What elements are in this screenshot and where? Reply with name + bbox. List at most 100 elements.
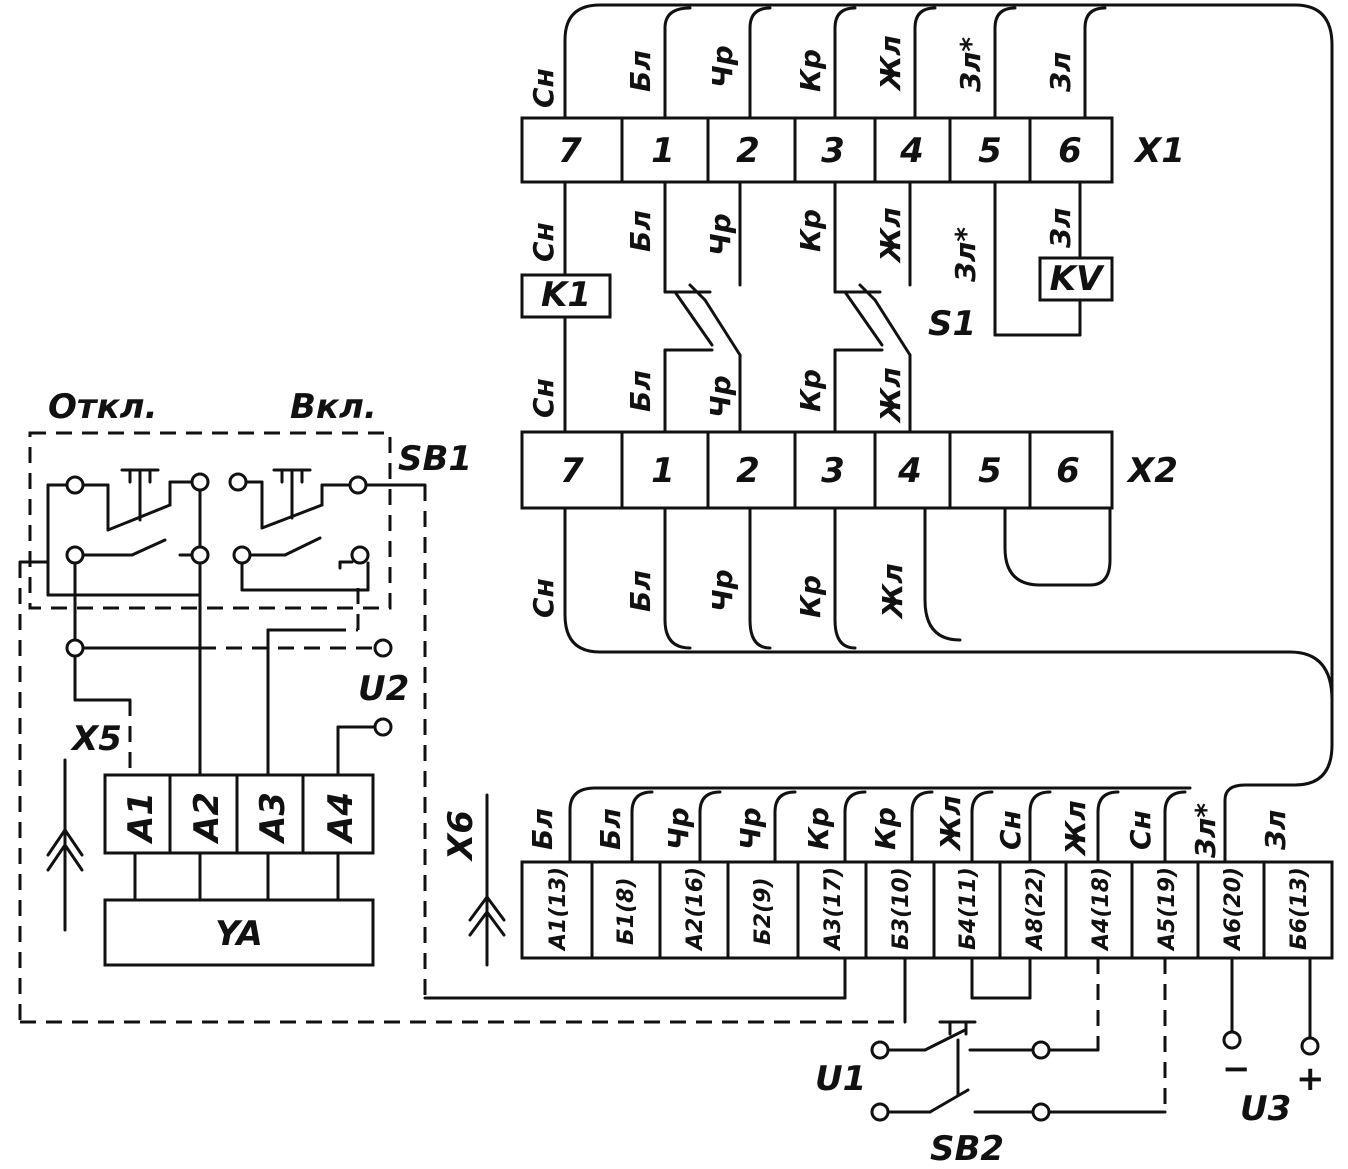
terminal-block-x6: А1(13) Б1(8) А2(16) Б2(9) А3(17) Б3(10) … [520,860,1334,960]
u1-label: U1 [815,1059,866,1099]
wire-label: Чр [706,569,739,612]
wire-label: Жл [876,563,909,620]
supply-u3: − + U3 [1222,956,1325,1129]
x2-label: X2 [1126,451,1178,491]
x6-label: X6 [441,810,481,862]
sb1-on-label: Вкл. [290,387,377,427]
wire-label: Кр [794,209,827,252]
wire-label: Зл* [949,227,982,283]
x1-cell-label: 7 [558,131,582,171]
x1-x2-wiring: K1 S1 KV [520,180,1114,434]
wire-label: Чр [662,807,695,850]
ya-device [103,898,375,967]
x6-harness [568,786,1192,864]
x6-wire-labels: Бл Бл Чр Чр Кр Кр Жл Сн Жл Сн Зл* Зл [526,795,1292,859]
x6-cell-label: Б2(9) [751,878,776,946]
x2-cell-label: 4 [897,451,922,491]
relay-kv-label: KV [1050,259,1105,299]
x6-cell-label: А6(20) [1221,867,1246,952]
wire-label: Зл* [1189,803,1222,859]
x2-cell-label: 1 [651,451,675,491]
u3-plus-label: + [1296,1059,1325,1099]
wire-label: Зл [1044,208,1077,249]
x1-top-wire-labels: Сн Бл Чр Кр Жл Зл* Зл [527,35,1077,108]
wire-label: Бл [526,808,559,850]
wire-label: Жл [1059,800,1092,857]
x1-label: X1 [1133,131,1185,171]
x2-cell-label: 7 [560,451,584,491]
x2-cell-label: 2 [736,451,760,491]
wire-label: Кр [794,575,827,618]
wire-label: Бл [624,370,657,412]
wire-label: Кр [802,807,835,850]
u3-label: U3 [1240,1089,1291,1129]
wire-label: Сн [994,810,1027,850]
ya-label: YA [215,914,263,954]
x2-cell-label: 6 [1056,451,1080,491]
x6-cell-label: Б4(11) [956,867,981,950]
u3-minus-label: − [1222,1049,1251,1089]
x6-cell-label: Б6(13) [1287,867,1312,950]
wire-label: Сн [1124,810,1157,850]
ya-connector: А1 А2 А3 А4 YA [103,773,375,967]
wire-label: Сн [527,68,560,108]
x5-label: X5 [70,719,122,759]
x1-cell-label: 2 [736,131,760,171]
x2-cell-label: 5 [978,451,1002,491]
x1-cell-label: 1 [651,131,675,171]
ya-pin-label: А1 [121,792,161,845]
wire-label: Бл [594,808,627,850]
interconnect-lines [18,483,907,1024]
wire-label: Жл [874,367,907,424]
pushbutton-sb2: U1 SB2 [815,956,1167,1169]
x1-cell-label: 5 [978,131,1002,171]
x1-bottom-wire-labels: Сн Бл Чр Кр Жл Зл* Зл [527,207,1077,283]
wire-label: Сн [527,378,560,418]
wire-label: Жл [874,35,907,92]
u2-label: U2 [358,669,409,709]
wire-label: Кр [794,369,827,412]
wire-label: Кр [794,49,827,92]
terminal-block-x2: 7 1 2 3 4 5 6 X2 [520,430,1178,510]
x6-cell-label: Б1(8) [614,878,639,946]
wire-label: Бл [624,570,657,612]
wire-label: Сн [527,578,560,618]
x6-connector-marker: X6 [441,793,506,967]
ya-pin-label: А4 [321,792,361,845]
wire-label: Чр [706,45,739,88]
relay-k1-label: K1 [541,275,591,315]
cable-harness [563,3,1334,870]
x6-cell-label: А3(17) [821,867,846,952]
x1-cell-label: 4 [899,131,924,171]
x1-cell-label: 6 [1058,131,1082,171]
terminal-block-x1: 7 1 2 3 4 5 6 X1 [520,116,1185,184]
sb1-label: SB1 [398,439,472,479]
relay-kv [1038,256,1114,302]
x6-cell-label: А2(16) [683,867,708,952]
x6-cell-label: А4(18) [1089,867,1114,952]
wire-label: Бл [624,210,657,252]
sb2-label: SB2 [930,1129,1004,1169]
wire-label: Зл* [954,37,987,93]
wire-label: Сн [527,222,560,262]
ya-pin-label: А3 [253,792,293,845]
x1-cell-label: 3 [821,131,845,171]
wire-label: Бл [624,50,657,92]
wire-label: Чр [704,213,737,256]
x2-bottom-wire-labels: Сн Бл Чр Кр Жл [527,563,909,620]
wire-label: Чр [734,807,767,850]
wire-label: Зл [1044,52,1077,93]
x6-cell-label: А5(19) [1155,867,1180,952]
switch-s1-label: S1 [928,304,976,344]
ya-wiring: U2 X5 [46,585,409,932]
sb1-off-label: Откл. [48,387,158,427]
x2-top-wire-labels: Сн Бл Чр Кр Жл [527,367,907,424]
pushbutton-sb1: Откл. Вкл. SB1 [28,387,472,777]
x2-cell-label: 3 [821,451,845,491]
wire-label: Жл [934,795,967,852]
x6-cell-label: А1(13) [546,867,571,952]
ya-pin-label: А2 [187,792,227,845]
wire-label: Жл [874,207,907,264]
wire-label: Кр [869,807,902,850]
